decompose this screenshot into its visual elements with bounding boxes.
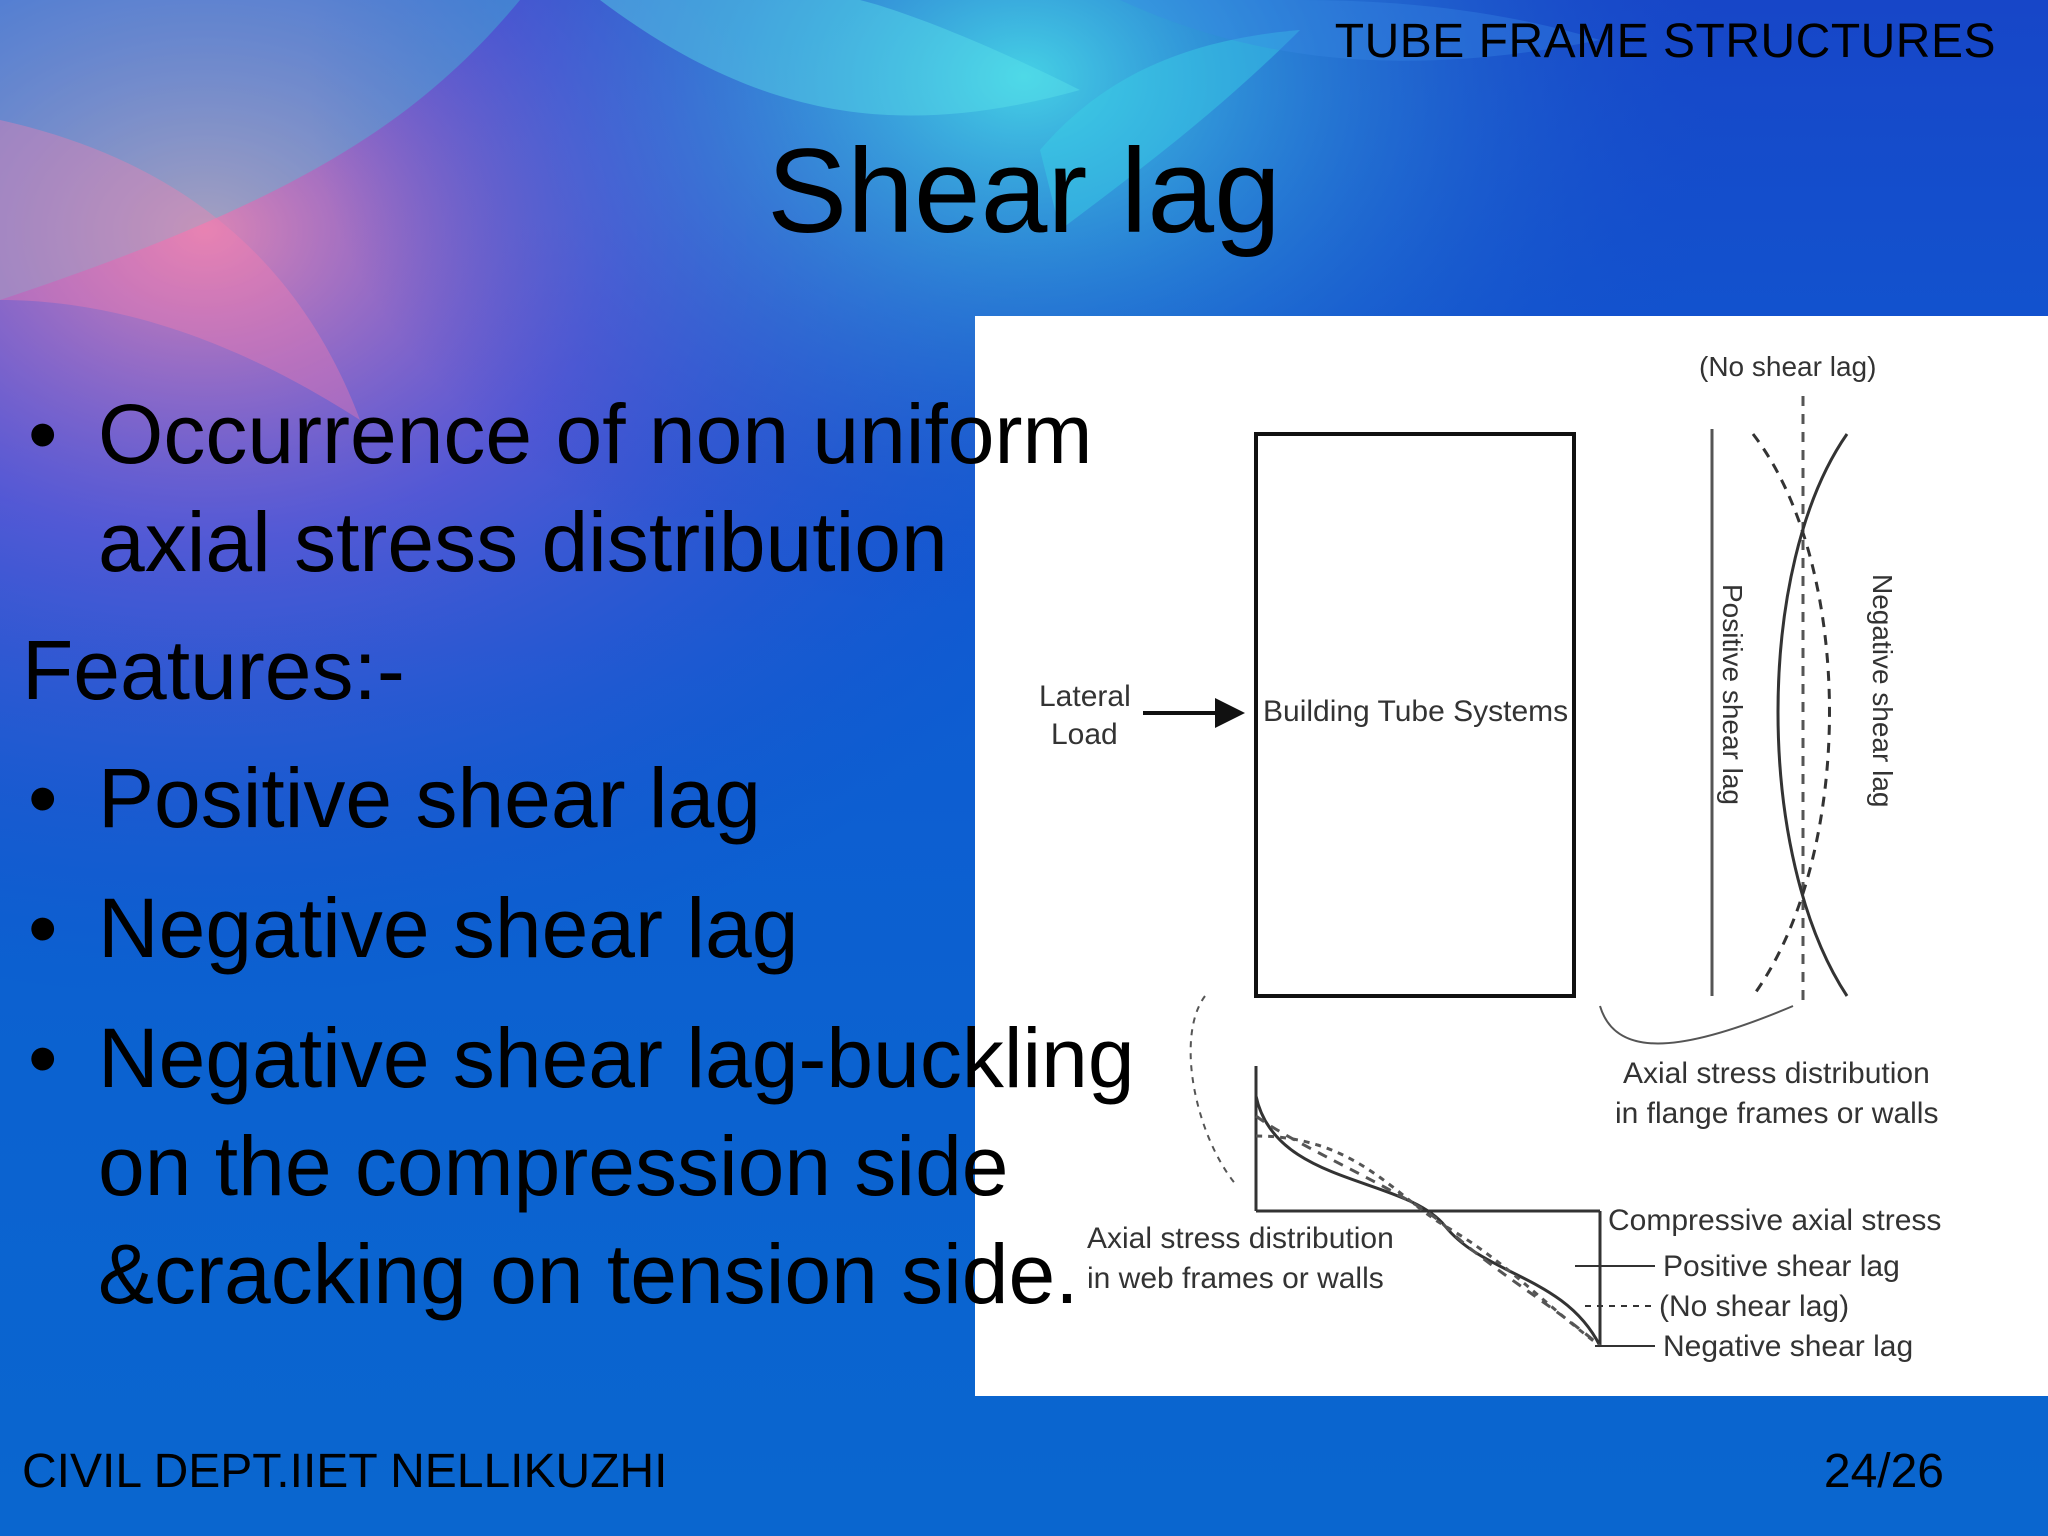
bullet-marker: • (28, 881, 58, 975)
footer-department: CIVIL DEPT.IIET NELLIKUZHI (22, 1445, 668, 1498)
building-tube-outline (1254, 432, 1576, 998)
load-label: Load (1051, 718, 1118, 751)
slide-title: Shear lag (767, 124, 1281, 258)
lateral-label: Lateral (1039, 680, 1131, 713)
shear-lag-diagram: Building Tube Systems Lateral Load (No s… (1039, 351, 1941, 1363)
bullet-marker: • (28, 751, 58, 845)
features-label: Features:- (22, 623, 405, 717)
bullet-text: Negative shear lag (98, 881, 799, 975)
bullet-item: • Positive shear lag (22, 744, 1322, 852)
building-label: Building Tube Systems (1263, 695, 1568, 728)
no-shear-lag-top-label: (No shear lag) (1699, 351, 1876, 382)
bullet-item: • Negative shear lag (22, 874, 1322, 982)
flange-caption-line-2: in flange frames or walls (1615, 1097, 1938, 1130)
flange-caption-line-1: Axial stress distribution (1623, 1057, 1930, 1090)
legend-negative-label: Negative shear lag (1663, 1330, 1913, 1363)
page-number: 24/26 (1823, 1445, 1944, 1498)
bullet-text: Positive shear lag (98, 751, 762, 845)
web-caption-line-1: Axial stress distribution (1087, 1222, 1394, 1255)
legend-none-label: (No shear lag) (1659, 1290, 1849, 1323)
compressive-label: Compressive axial stress (1608, 1204, 1941, 1237)
negative-vertical-label: Negative shear lag (1867, 574, 1898, 807)
flange-negative-curve (1751, 433, 1831, 997)
positive-vertical-label: Positive shear lag (1717, 584, 1748, 805)
lateral-load-arrowhead (1215, 698, 1245, 728)
web-negative-curve (1255, 1134, 1601, 1348)
web-caption-line-2: in web frames or walls (1087, 1262, 1384, 1295)
web-no-lag-curve (1255, 1114, 1601, 1348)
legend-positive-label: Positive shear lag (1663, 1250, 1900, 1283)
bullet-marker: • (28, 1011, 58, 1105)
shear-lag-figure: Building Tube Systems Lateral Load (No s… (975, 316, 2048, 1396)
section-header: TUBE FRAME STRUCTURES (1334, 15, 1996, 68)
flange-positive-curve (1776, 433, 1849, 997)
flange-caption-leader (1599, 1005, 1794, 1045)
bullet-marker: • (28, 387, 58, 481)
